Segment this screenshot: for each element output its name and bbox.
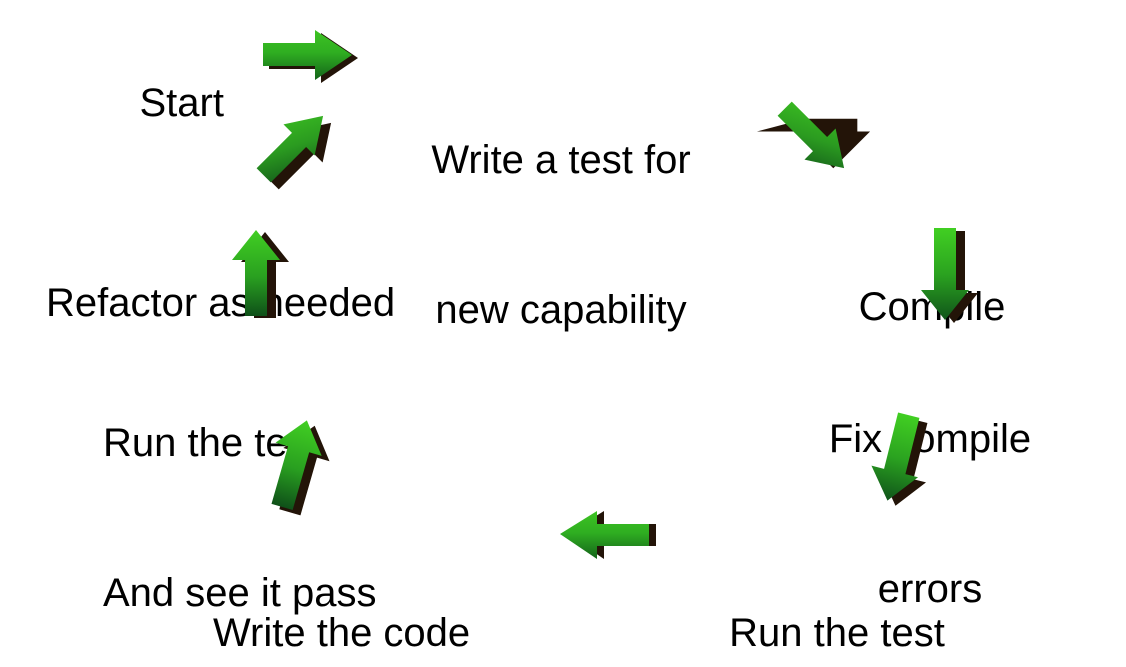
node-line: Write a test for (431, 138, 691, 182)
arrow-left-icon (552, 508, 664, 564)
node-label-write-the-code: Write the code (213, 508, 470, 667)
node-label-write-test: Write a test for new capability (398, 35, 724, 435)
node-line: errors (877, 567, 983, 611)
node-line: new capability (435, 288, 687, 332)
arrow-up-icon (224, 228, 296, 320)
arrow-up-right-icon (256, 98, 367, 190)
node-line: Run the test (729, 611, 945, 655)
node-label-run-test-fail: Run the test And see it fail (672, 508, 1002, 667)
arrow-up-tilted-icon (251, 410, 347, 522)
node-label-refactor-as-needed: Refactor as needed (46, 178, 395, 428)
node-line: Refactor as needed (46, 281, 396, 325)
arrow-down-tilted-icon (855, 408, 948, 519)
arrow-down-icon (914, 228, 986, 324)
arrow-down-right-icon (756, 98, 888, 188)
node-line: And see it pass (103, 571, 377, 615)
node-line: Write the code (213, 611, 471, 655)
node-line: Start (139, 81, 224, 125)
arrow-right-icon (259, 27, 371, 85)
node-label-start: Start (95, 28, 224, 178)
